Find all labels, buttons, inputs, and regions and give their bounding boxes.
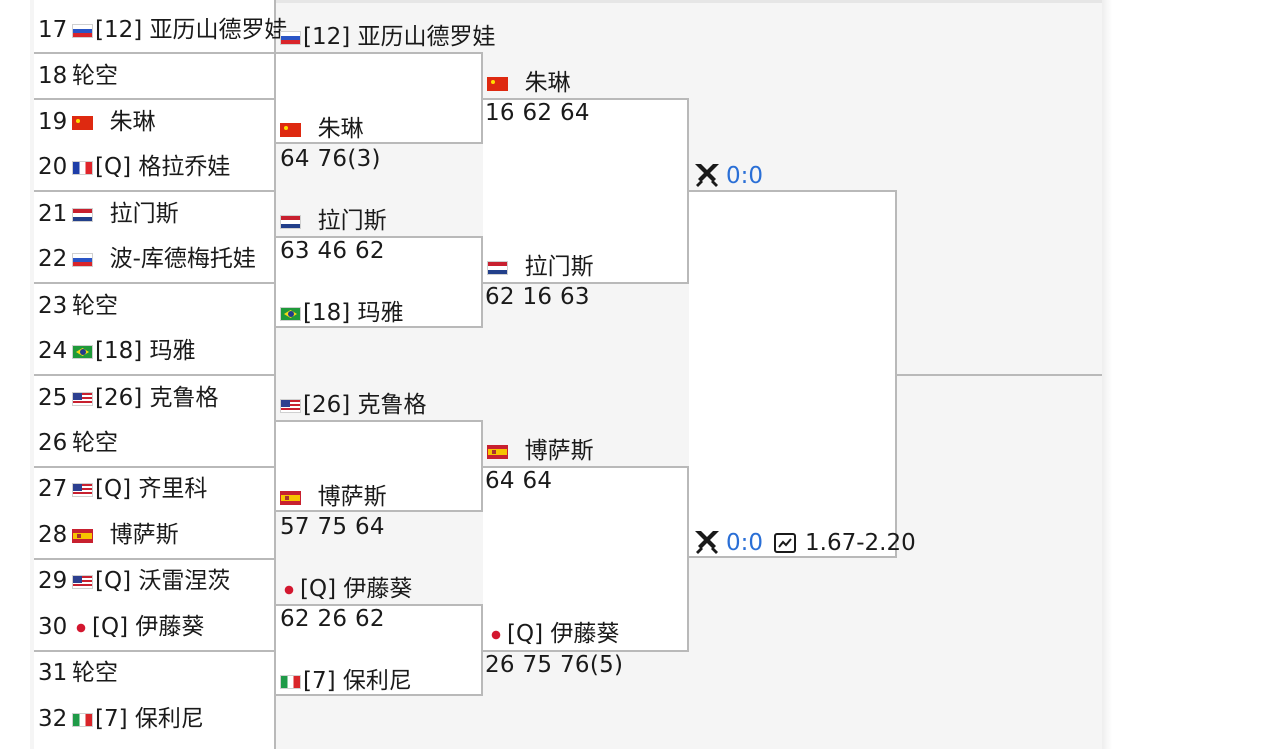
flag-icon	[72, 621, 90, 635]
r3-entry[interactable]: [Q] 伊藤葵	[487, 619, 619, 649]
r2-match-box	[276, 420, 483, 512]
flag-icon	[72, 253, 93, 267]
bye-label: 轮空	[72, 63, 118, 89]
player-name: [Q] 沃雷涅茨	[95, 568, 231, 594]
flag-icon	[72, 208, 93, 222]
r3-entry[interactable]: 拉门斯	[487, 252, 594, 282]
flag-icon	[72, 24, 93, 38]
player-name: 朱琳	[109, 109, 156, 135]
r4-match-box	[689, 190, 897, 558]
r3-score: 16 62 64	[485, 100, 590, 126]
r2-match-box	[276, 236, 483, 328]
r1-entry[interactable]: 30[Q] 伊藤葵	[38, 614, 205, 640]
r3-match-box	[483, 98, 689, 284]
r1-entry[interactable]: 28 博萨斯	[38, 522, 179, 548]
odds-value[interactable]: 1.67-2.20	[805, 530, 916, 556]
flag-icon	[72, 575, 93, 589]
r1-entry[interactable]: 24[18] 玛雅	[38, 338, 196, 364]
flag-icon	[72, 529, 93, 543]
r1-entry[interactable]: 29[Q] 沃雷涅茨	[38, 568, 231, 594]
r2-score: 57 75 64	[280, 514, 385, 540]
r2-entry[interactable]: 博萨斯	[280, 482, 387, 512]
flag-icon	[487, 628, 505, 642]
flag-icon	[280, 675, 301, 689]
r2-match-box	[276, 604, 483, 696]
flag-icon	[72, 345, 93, 359]
r3-match-box	[483, 466, 689, 652]
r1-entry[interactable]: 19 朱琳	[38, 109, 156, 135]
flag-icon	[487, 445, 508, 459]
r2-entry[interactable]: 拉门斯	[280, 206, 387, 236]
player-name: 波-库德梅托娃	[109, 246, 256, 272]
r2-entry[interactable]: [18] 玛雅	[280, 298, 404, 328]
player-name: [18] 玛雅	[95, 338, 196, 364]
flag-icon	[487, 261, 508, 275]
player-name: [7] 保利尼	[95, 706, 204, 732]
line-chart-icon	[774, 533, 797, 553]
bye-label: 轮空	[72, 660, 118, 686]
r2-score: 62 26 62	[280, 606, 385, 632]
r2-match-box	[276, 52, 483, 144]
flag-icon	[280, 491, 301, 505]
r1-entry[interactable]: 32[7] 保利尼	[38, 706, 204, 732]
r1-match-cell	[34, 52, 276, 98]
crossed-swords-icon	[695, 531, 719, 554]
r3-entry[interactable]: 朱琳	[487, 68, 571, 98]
flag-icon	[72, 483, 93, 497]
h2h-row[interactable]: 0:0	[692, 161, 763, 191]
r3-score: 64 64	[485, 468, 553, 494]
player-name: [26] 克鲁格	[95, 385, 219, 411]
r1-entry[interactable]: 25[26] 克鲁格	[38, 385, 219, 411]
flag-icon	[72, 116, 93, 130]
flag-icon	[280, 307, 301, 321]
r3-score: 62 16 63	[485, 284, 590, 310]
r1-entry[interactable]: 27[Q] 齐里科	[38, 476, 208, 502]
player-name: [12] 亚历山德罗娃	[95, 17, 288, 43]
r2-entry[interactable]: 朱琳	[280, 114, 364, 144]
bye-label: 轮空	[72, 293, 118, 319]
flag-icon	[280, 123, 301, 137]
r1-entry[interactable]: 20[Q] 格拉乔娃	[38, 154, 231, 180]
player-name: [Q] 伊藤葵	[92, 614, 205, 640]
r1-match-cell	[34, 650, 276, 749]
r2-entry[interactable]: [7] 保利尼	[280, 666, 412, 696]
flag-icon	[72, 713, 93, 727]
flag-icon	[280, 215, 301, 229]
r1-entry[interactable]: 22 波-库德梅托娃	[38, 246, 256, 272]
r2-entry[interactable]: [Q] 伊藤葵	[280, 574, 412, 604]
bye-label: 轮空	[72, 430, 118, 456]
r1-entry[interactable]: 21 拉门斯	[38, 201, 179, 227]
r1-match-cell	[34, 374, 276, 466]
r1-entry[interactable]: 17[12] 亚历山德罗娃	[38, 17, 288, 43]
final-connector	[897, 374, 1102, 376]
player-name: 拉门斯	[109, 201, 179, 227]
r2-entry[interactable]: [26] 克鲁格	[280, 390, 427, 420]
h2h-link[interactable]: 0:0	[726, 530, 764, 556]
flag-icon	[72, 161, 93, 175]
player-name: 博萨斯	[109, 522, 179, 548]
flag-icon	[280, 399, 301, 413]
r3-entry[interactable]: 博萨斯	[487, 436, 594, 466]
flag-icon	[72, 392, 93, 406]
flag-icon	[487, 77, 508, 91]
r2-entry[interactable]: [12] 亚历山德罗娃	[280, 22, 496, 52]
r2-score: 63 46 62	[280, 238, 385, 264]
h2h-link[interactable]: 0:0	[726, 163, 764, 189]
player-name: [Q] 格拉乔娃	[95, 154, 231, 180]
flag-icon	[280, 31, 301, 45]
r3-score: 26 75 76(5)	[485, 652, 624, 678]
panel-shadow	[1102, 0, 1112, 749]
player-name: [Q] 齐里科	[95, 476, 208, 502]
flag-icon	[280, 583, 298, 597]
r2-score: 64 76(3)	[280, 146, 381, 172]
top-divider	[276, 0, 1102, 3]
h2h-row[interactable]: 0:0 1.67-2.20	[692, 528, 916, 558]
crossed-swords-icon	[695, 164, 719, 187]
